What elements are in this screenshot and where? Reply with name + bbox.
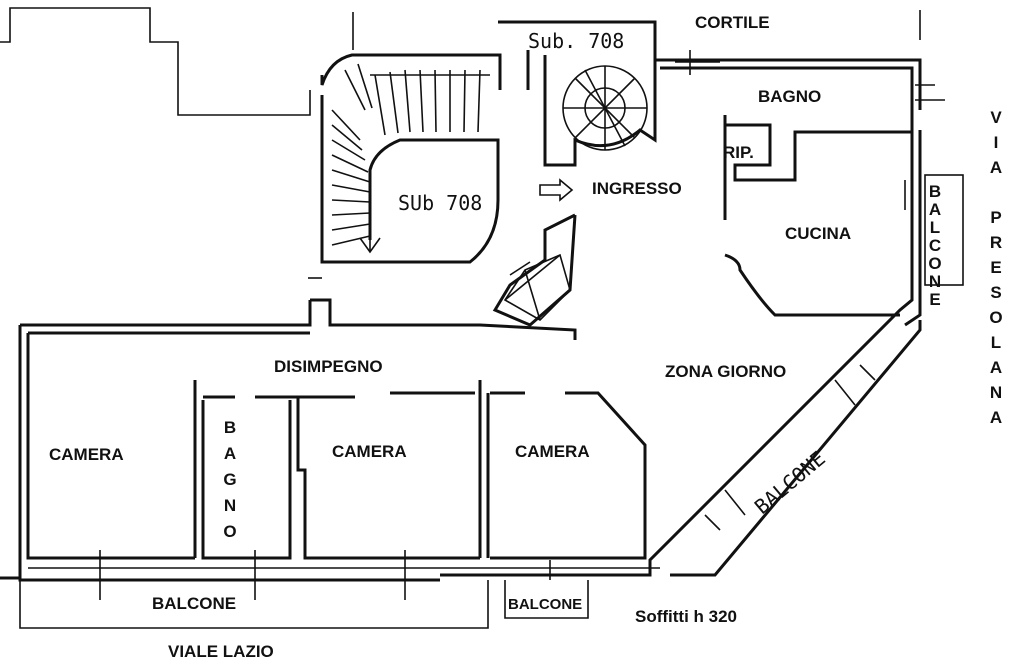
sub-top-label: Sub. 708 xyxy=(528,29,624,53)
soffitti-label: Soffitti h 320 xyxy=(635,607,737,626)
entrance-element xyxy=(308,178,577,327)
balcone-diag-label: BALCONE xyxy=(750,446,830,519)
stairwell: SUb 708 xyxy=(320,53,502,264)
camera-1-label: CAMERA xyxy=(49,445,124,464)
balcone-side-label: BALCONE xyxy=(926,182,945,308)
bottom-balconies xyxy=(19,580,589,629)
diagonal-balcony xyxy=(670,320,922,577)
cortile-label: CORTILE xyxy=(695,13,770,32)
viale-lazio-label: VIALE LAZIO xyxy=(168,642,274,661)
disimpegno-label: DISIMPEGNO xyxy=(274,357,383,376)
spiral-stair: Sub. 708 xyxy=(498,20,657,167)
bedroom-walls xyxy=(99,380,647,600)
rip-label: RIP. xyxy=(723,143,754,162)
neighbour-outline xyxy=(0,7,921,116)
via-presolana-label: VIA PRESOLANA xyxy=(987,108,1006,433)
sub-stair-label: SUb 708 xyxy=(398,191,482,215)
outer-walls xyxy=(0,58,922,582)
bagno-top-label: BAGNO xyxy=(758,87,821,106)
camera-3-label: CAMERA xyxy=(515,442,590,461)
cucina-label: CUCINA xyxy=(785,224,851,243)
ingresso-label: INGRESSO xyxy=(592,179,682,198)
balcone-bottom-label: BALCONE xyxy=(152,594,236,613)
camera-2-label: CAMERA xyxy=(332,442,407,461)
bagno-vertical-label: BAGNO xyxy=(221,418,240,548)
zona-giorno-label: ZONA GIORNO xyxy=(665,362,786,381)
kitchen-walls xyxy=(675,50,964,317)
balcone-small-label: BALCONE xyxy=(508,596,582,613)
